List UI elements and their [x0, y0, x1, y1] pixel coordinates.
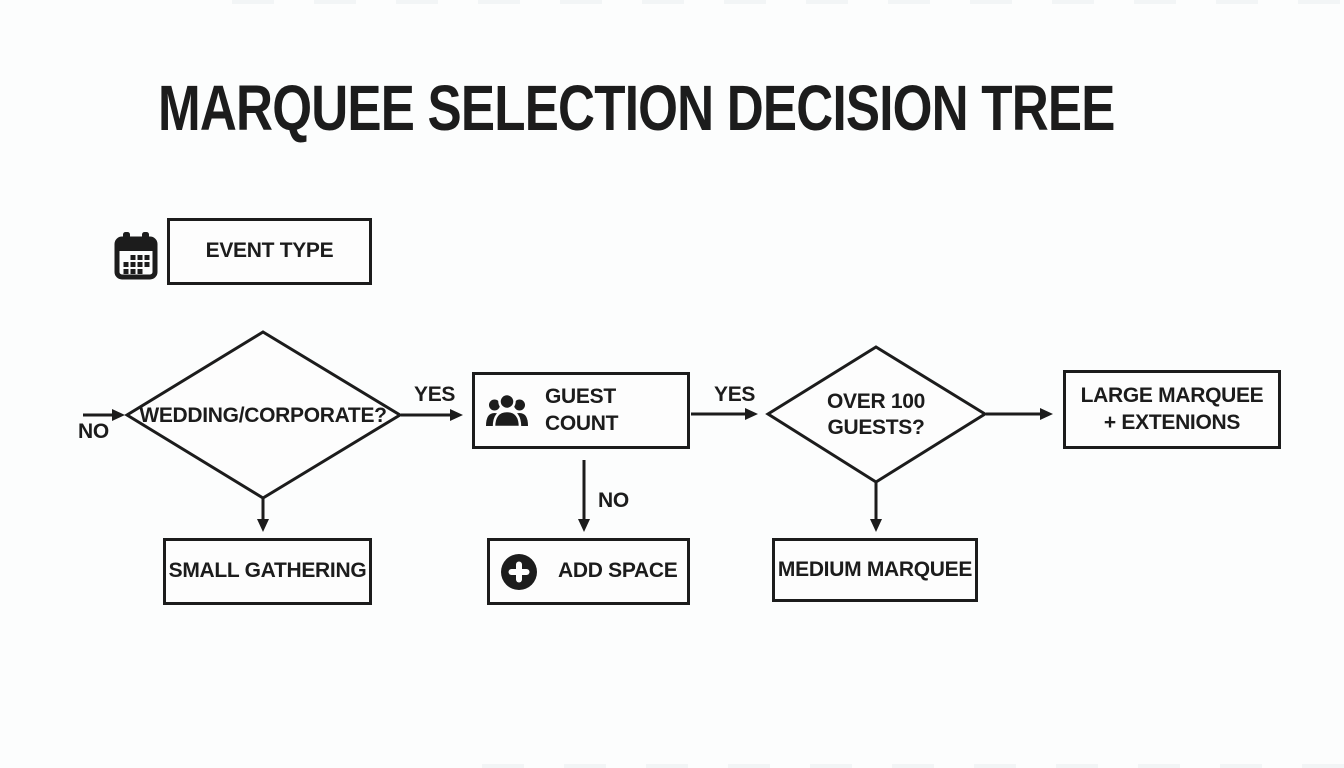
edge-to-large-marquee-arrow: [986, 408, 1053, 420]
node-event-type: EVENT TYPE: [167, 218, 372, 285]
edge-to-medium-marquee-arrow: [870, 482, 882, 532]
node-small-gathering-label: SMALL GATHERING: [168, 559, 367, 583]
node-large-marquee: LARGE MARQUEE + EXTENIONS: [1063, 370, 1281, 449]
node-large-marquee-label: LARGE MARQUEE + EXTENIONS: [1080, 384, 1264, 434]
edge-no-to-add-space-arrow: [578, 460, 590, 532]
node-wedding-corporate-label: WEDDING/CORPORATE?: [139, 404, 387, 427]
node-guest-count: GUEST COUNT: [472, 372, 690, 449]
page-title: MARQUEE SELECTION DECISION TREE: [158, 72, 1115, 144]
node-medium-marquee: MEDIUM MARQUEE: [772, 538, 978, 602]
node-add-space-label: ADD SPACE: [558, 559, 678, 583]
node-small-gathering: SMALL GATHERING: [163, 538, 372, 605]
edge-yes-to-over-100-arrow: [691, 408, 758, 420]
edge-label-no-entry: NO: [78, 420, 109, 443]
node-event-type-label: EVENT TYPE: [205, 239, 334, 263]
edge-no-entry-arrow: [83, 409, 125, 421]
edge-label-yes-to-guest-count: YES: [414, 383, 456, 406]
node-medium-marquee-label: MEDIUM MARQUEE: [777, 557, 973, 581]
edge-to-small-gathering-arrow: [257, 498, 269, 532]
node-over-100-guests-label: OVER 100 GUESTS?: [827, 390, 925, 440]
edge-yes-to-guest-count-arrow: [401, 409, 463, 421]
decision-wedding-corporate-shape: [124, 330, 403, 500]
calendar-icon: [113, 230, 159, 282]
node-guest-count-label: GUEST COUNT: [545, 385, 619, 435]
edge-label-no-to-add-space: NO: [598, 489, 629, 512]
bottom-edge-artifact: [482, 764, 1344, 768]
decision-over-100-guests-shape: [765, 345, 988, 484]
people-icon: [485, 392, 529, 429]
plus-icon: [500, 553, 538, 591]
top-edge-artifact: [232, 0, 1344, 4]
edge-label-yes-to-over-100: YES: [714, 383, 756, 406]
node-add-space: ADD SPACE: [487, 538, 690, 605]
